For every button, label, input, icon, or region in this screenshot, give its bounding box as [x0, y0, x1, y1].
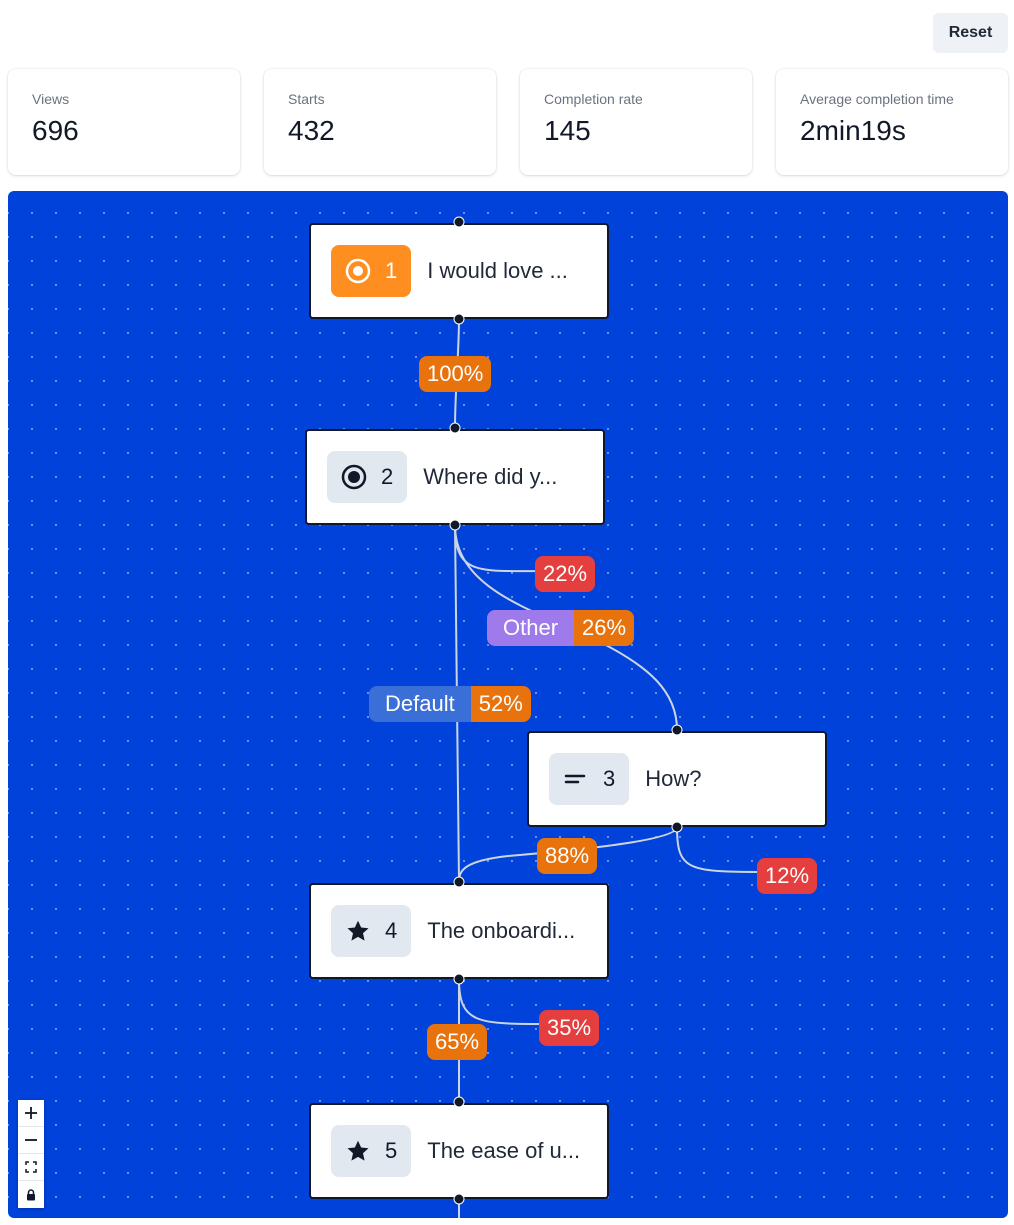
edge-3-4: [458, 826, 678, 883]
edge-4-dropoff: [458, 978, 549, 1025]
node-3-input-handle[interactable]: [671, 724, 683, 736]
node-4-input-handle[interactable]: [453, 876, 465, 888]
percent-value: 100%: [419, 356, 492, 392]
star-icon: [345, 918, 371, 944]
star-icon: [345, 1138, 371, 1164]
stat-value: 696: [32, 115, 79, 146]
node-title: How?: [645, 766, 702, 791]
flow-node-3[interactable]: 3 How?: [527, 731, 827, 827]
percent-value: 65%: [427, 1024, 488, 1060]
reset-button[interactable]: Reset: [933, 13, 1008, 53]
stat-card-completion-rate: Completion rate 145: [520, 69, 752, 175]
flow-node-1[interactable]: 1 I would love ...: [309, 223, 609, 319]
edge-2-default-label: Default 52%: [369, 686, 531, 722]
node-5-output-handle[interactable]: [453, 1193, 465, 1205]
edge-2-dropoff-percent: 22%: [535, 556, 596, 592]
percent-value: 52%: [470, 686, 531, 722]
stat-value: 145: [544, 115, 591, 146]
node-1-output-handle[interactable]: [453, 313, 465, 325]
edge-2-other-label: Other 26%: [487, 610, 635, 646]
dropoff-value: 35%: [539, 1010, 600, 1046]
edge-3-4-percent: 88%: [537, 838, 598, 874]
edge-4-dropoff-percent: 35%: [539, 1010, 600, 1046]
zoom-in-button[interactable]: [18, 1100, 44, 1127]
lock-icon: [27, 1188, 35, 1200]
fit-view-icon: [25, 1161, 37, 1173]
flow-node-5[interactable]: 5 The ease of u...: [309, 1103, 609, 1199]
stat-card-views: Views 696: [8, 69, 240, 175]
node-badge: 3: [549, 753, 630, 805]
stat-label: Starts: [288, 91, 325, 107]
node-title: I would love ...: [427, 258, 568, 283]
flow-canvas[interactable]: 1 I would love ... 2 Where did y... 3 Ho…: [8, 191, 1008, 1218]
node-title: Where did y...: [423, 464, 558, 489]
node-number: 1: [385, 258, 398, 283]
node-title: The ease of u...: [427, 1138, 581, 1163]
fit-view-button[interactable]: [18, 1154, 44, 1181]
node-badge: 4: [331, 905, 412, 957]
edge-4-5-percent: 65%: [427, 1024, 488, 1060]
node-2-output-handle[interactable]: [449, 519, 461, 531]
flow-node-2[interactable]: 2 Where did y...: [305, 429, 605, 525]
percent-value: 88%: [537, 838, 598, 874]
stat-value: 432: [288, 115, 335, 146]
flow-node-4[interactable]: 4 The onboardi...: [309, 883, 609, 979]
node-title: The onboardi...: [427, 918, 576, 943]
radio-circle-icon: [345, 258, 371, 284]
node-badge: 2: [327, 451, 408, 503]
stat-card-starts: Starts 432: [264, 69, 496, 175]
minus-icon: [25, 1139, 37, 1141]
node-3-output-handle[interactable]: [671, 821, 683, 833]
lock-button[interactable]: [18, 1181, 44, 1208]
canvas-controls: [18, 1100, 44, 1208]
node-badge: 1: [331, 245, 412, 297]
node-5-input-handle[interactable]: [453, 1096, 465, 1108]
condition-label: Default: [369, 686, 471, 722]
node-4-output-handle[interactable]: [453, 973, 465, 985]
edge-3-dropoff-percent: 12%: [757, 858, 818, 894]
edge-3-dropoff: [676, 826, 769, 873]
edge-1-2-percent: 100%: [419, 356, 492, 392]
radio-dot-icon: [341, 464, 367, 490]
dropoff-value: 22%: [535, 556, 596, 592]
stat-label: Average completion time: [800, 91, 954, 107]
node-1-input-handle[interactable]: [453, 216, 465, 228]
node-number: 4: [385, 918, 398, 943]
stat-card-average-time: Average completion time 2min19s: [776, 69, 1008, 175]
percent-value: 26%: [574, 610, 635, 646]
node-2-input-handle[interactable]: [449, 422, 461, 434]
stat-label: Views: [32, 91, 70, 107]
stat-label: Completion rate: [544, 91, 643, 107]
node-badge: 5: [331, 1125, 412, 1177]
dropoff-value: 12%: [757, 858, 818, 894]
node-number: 3: [603, 766, 616, 791]
plus-icon: [25, 1107, 37, 1119]
stat-value: 2min19s: [800, 115, 906, 146]
node-number: 5: [385, 1138, 398, 1163]
zoom-out-button[interactable]: [18, 1127, 44, 1154]
condition-label: Other: [487, 610, 575, 646]
text-lines-icon: [563, 766, 589, 792]
node-number: 2: [381, 464, 394, 489]
